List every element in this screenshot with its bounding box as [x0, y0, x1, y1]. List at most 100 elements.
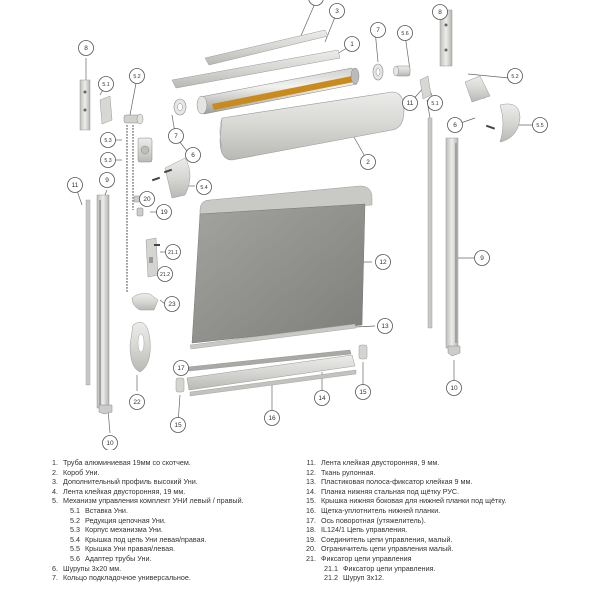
callout-circle: [170, 417, 186, 433]
part-mechanism-body: [137, 137, 153, 163]
callout-circle: [397, 25, 413, 41]
callout-circle: [402, 95, 418, 111]
legend-item-number: 1.: [52, 458, 58, 467]
callout-number: 14: [318, 395, 326, 402]
callout-circle: [173, 360, 189, 376]
callout-number: 5.2: [511, 74, 518, 80]
callout-number: 13: [381, 323, 389, 330]
callout-number: 11: [407, 100, 414, 107]
callout-number: 5.5: [536, 123, 543, 129]
legend-item: 13.Пластиковая полоса-фиксатор клейкая 9…: [300, 477, 595, 487]
legend-item: 17.Ось поворотная (утяжелитель).: [300, 516, 595, 526]
legend-item: 19.Соединитель цепи управления, малый.: [300, 535, 595, 545]
callout-circle: [375, 254, 391, 270]
part-tube-adapter: [393, 65, 411, 77]
part-reduction: [123, 113, 144, 125]
callout-circle: [308, 0, 324, 6]
callout-number: 7: [174, 133, 178, 140]
legend-item-text: Вставка Уни.: [85, 505, 128, 515]
callout-number: 6: [191, 152, 195, 159]
callout-circle: [532, 117, 548, 133]
part-brush: [189, 369, 357, 397]
legend-item-text: Лента клейкая двусторонняя, 9 мм.: [321, 458, 440, 467]
callout-circle: [185, 147, 201, 163]
callout-circle: [129, 68, 145, 84]
legend-item-text: Адаптер трубы Уни.: [85, 553, 152, 563]
legend-item-number: 2.: [52, 467, 58, 477]
part-chain-connector: [136, 207, 144, 217]
legend-item-number: 5.: [52, 496, 58, 506]
legend-item: 16.Щетка-уплотнитель нижней планки.: [300, 506, 595, 516]
callout-circle: [360, 154, 376, 170]
part-chain-handle: [129, 321, 151, 373]
part-stop-right: [447, 345, 461, 357]
callout-number: 12: [379, 259, 387, 266]
callout-number: 7: [376, 27, 380, 34]
callout-circle: [165, 244, 181, 260]
legend-item: 12. Ткань рулонная.: [300, 468, 595, 478]
legend-item: 21. Фиксатор цепи управления: [300, 554, 595, 564]
callout-number: 10: [106, 440, 114, 447]
callout-number: 5.1: [102, 82, 109, 88]
part-end-cap-right: [358, 344, 368, 360]
legend-item-text: Фиксатор цепи управления.: [343, 563, 436, 573]
callout-circle: [329, 3, 345, 19]
callout-number: 19: [160, 209, 168, 216]
callout-number: 21.2: [160, 272, 170, 278]
part-stop-left: [98, 404, 113, 415]
legend-item-number: 16.: [306, 505, 316, 515]
legend-item-text: Пластиковая полоса-фиксатор клейкая 9 мм…: [321, 477, 473, 487]
legend-item-text: Шурупы 3x20 мм.: [63, 563, 122, 573]
callout-circle: [100, 152, 116, 168]
legend-right-column: 11. Лента клейкая двусторонняя, 9 мм. 12. Т…: [300, 458, 595, 583]
callout-number: 5.4: [200, 185, 207, 191]
legend-item-number: 6.: [52, 563, 58, 573]
legend-item: 18.IL124/1 Цепь управления.: [300, 525, 595, 535]
callout-circle: [156, 204, 172, 220]
exploded-parts-diagram: 12345.15.25.35.45.55.6678910111213141516…: [67, 0, 548, 450]
legend-item-text: Фиксатор цепи управления: [321, 553, 412, 563]
legend-item-text: Лента клейкая двусторонняя, 19 мм.: [63, 486, 186, 496]
callout-number: 5.6: [401, 31, 408, 37]
legend-item-number: 12.: [306, 467, 316, 477]
callout-circle: [139, 191, 155, 207]
legend-item-text: Труба алюминиевая 19мм со скотчем.: [63, 458, 191, 467]
legend-item-number: 5.3: [70, 525, 80, 535]
callout-circle: [370, 22, 386, 38]
part-end-cap-left: [175, 377, 185, 393]
legend-item-number: 5.2: [70, 515, 80, 525]
legend-item: 15.Крышка нижняя боковая для нижней план…: [300, 496, 595, 506]
callout-circle: [102, 435, 118, 450]
legend-item-number: 20.: [306, 544, 316, 554]
legend-item-number: 21.: [306, 553, 316, 563]
legend-item: 20.Ограничитель цепи управления малый.: [300, 544, 595, 554]
legend-item-number: 4.: [52, 486, 58, 496]
callout-number: 17: [177, 365, 185, 372]
callout-circle: [446, 380, 462, 396]
callout-number: 3: [335, 8, 339, 15]
callout-circle: [344, 36, 360, 52]
parts: [79, 9, 521, 415]
legend-item-text: Ткань рулонная.: [321, 467, 376, 477]
callout-circle: [78, 40, 94, 56]
callout-number: 5.3: [104, 138, 111, 144]
legend-item-text: Крышка под цепь Уни левая/правая.: [85, 534, 207, 544]
part-bracket-left: [79, 79, 91, 131]
legend-item-number: 19.: [306, 534, 316, 544]
legend-item-number: 21.2: [324, 573, 338, 583]
legend-item-number: 14.: [306, 486, 316, 496]
part-aluminium-tube: [196, 67, 360, 115]
legend-item-text: Крышка нижняя боковая для нижней планки …: [321, 496, 507, 506]
callout-circle: [168, 128, 184, 144]
legend-item: 3.Дополнительный профиль высокий Уни.: [42, 477, 312, 487]
callout-circle: [447, 117, 463, 133]
callout-circle: [196, 179, 212, 195]
part-profile-left: [96, 194, 110, 409]
callout-labels: 12345.15.25.35.45.55.6678910111213141516…: [67, 0, 548, 450]
legend-item-text: Короб Уни.: [63, 467, 100, 477]
part-additional-profile: [204, 29, 329, 66]
part-insert-left: [99, 95, 113, 125]
legend-item-number: 11.: [306, 458, 316, 467]
